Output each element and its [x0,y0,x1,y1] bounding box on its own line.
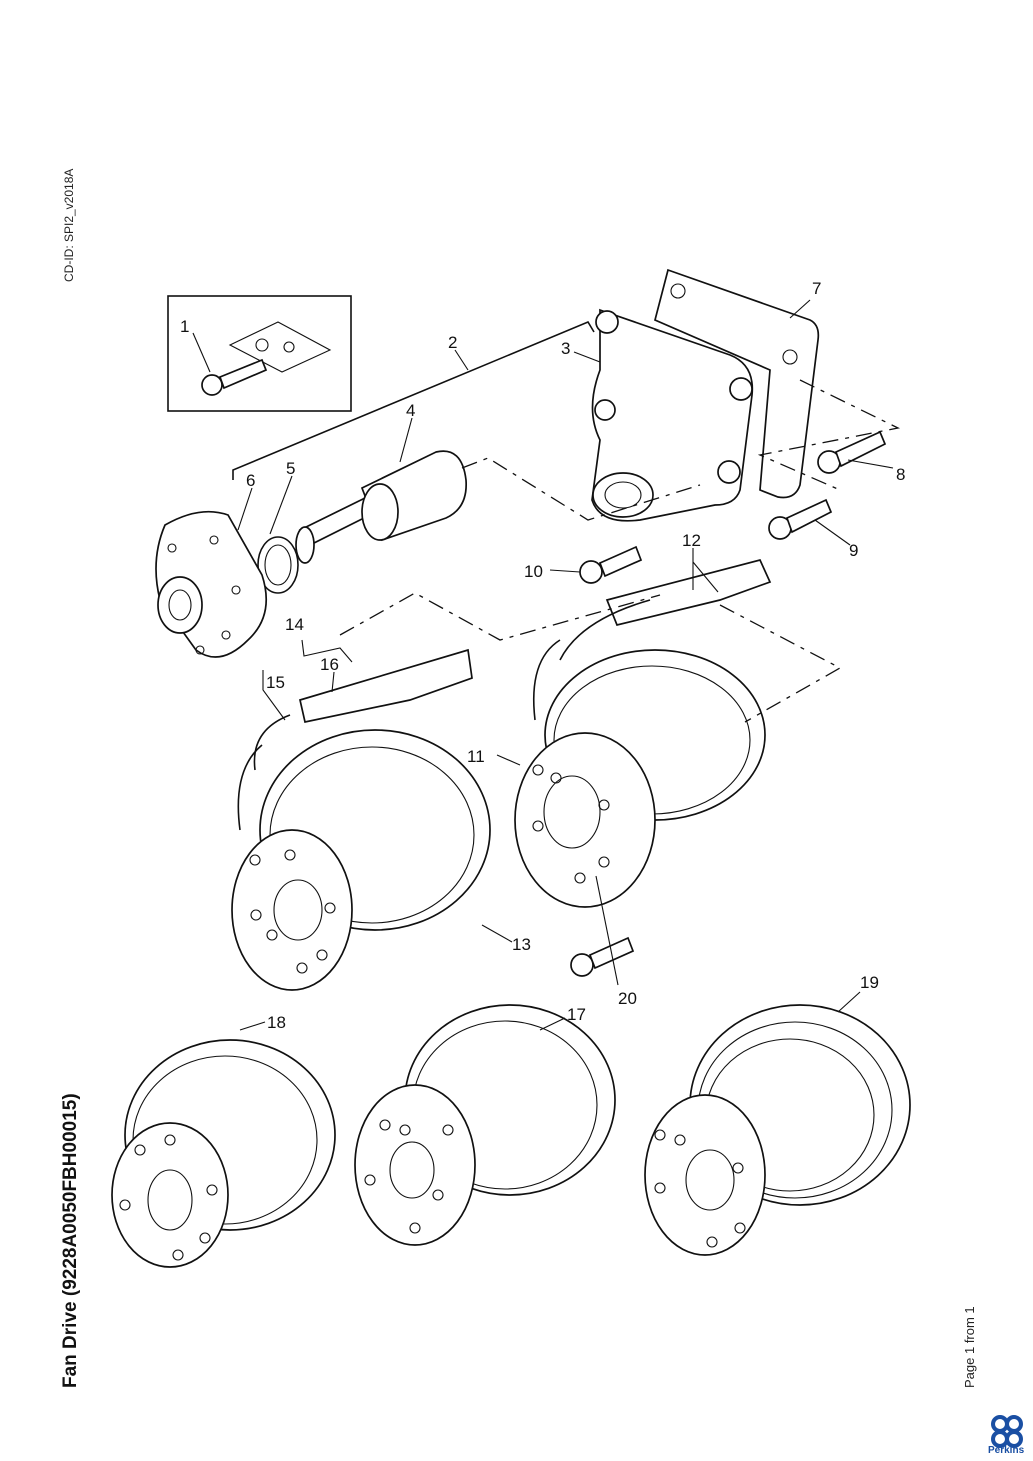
callout-19: 19 [860,973,879,992]
callout-9: 9 [849,541,858,560]
part-11-pulley [514,649,766,908]
callout-15: 15 [266,673,285,692]
callout-2: 2 [448,333,457,352]
part-15-16-belts [237,648,473,831]
callout-11: 11 [467,747,485,766]
callout-17: 17 [567,1005,586,1024]
callout-10: 10 [524,562,543,581]
callout-1: 1 [180,317,189,336]
callout-16: 16 [320,655,339,674]
inset-box [167,295,352,412]
callout-6: 6 [246,471,255,490]
callout-7: 7 [812,279,821,298]
part-1-bolt [201,358,268,396]
callout-4: 4 [406,401,415,420]
callout-14: 14 [285,615,304,634]
part-6-hub [155,510,268,658]
part-4-shaft [295,450,467,564]
bracket-2 [232,320,595,480]
part-3-housing [591,308,754,522]
part-19-pulley [644,1004,911,1256]
leader-lines [192,299,894,1031]
callout-3: 3 [561,339,570,358]
callout-5: 5 [286,459,295,478]
part-12-belt [532,558,772,721]
callout-13: 13 [512,935,531,954]
callout-18: 18 [267,1013,286,1032]
callout-8: 8 [896,465,905,484]
inset-bracket [228,321,332,373]
brand-name: Perkins [988,1445,1025,1456]
part-5-circlip [257,536,299,594]
alignment-line-pulley [719,604,842,723]
alignment-line-belts [339,592,661,641]
callout-20: 20 [618,989,637,1008]
part-9-bolt [768,498,833,540]
part-7-plate [653,268,820,499]
callout-12: 12 [682,531,701,550]
perkins-logo-icon [991,1415,1023,1448]
part-10-bolt [579,545,643,584]
alignment-line-shaft [461,457,701,521]
part-18-pulley [111,1039,336,1268]
part-20-bolt [570,936,635,977]
alignment-line-plate [757,379,901,491]
part-8-bolt [817,430,887,474]
part-17-pulley [354,1004,616,1246]
part-13-pulley [231,729,491,991]
